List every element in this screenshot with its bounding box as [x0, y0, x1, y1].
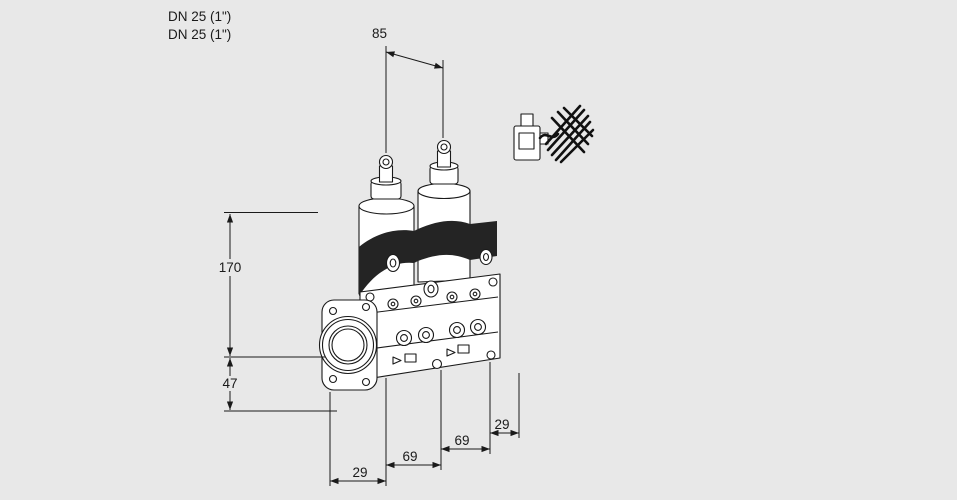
valve-assembly — [318, 104, 595, 391]
dim-label-85: 85 — [372, 26, 387, 41]
rear-actuator-cylinder — [417, 139, 471, 283]
dn-label-top: DN 25 (1") — [168, 9, 231, 24]
sight-ring-right — [479, 248, 493, 266]
dimension-170 — [224, 212, 325, 358]
cable-scribble — [538, 104, 595, 164]
dim-label-170: 170 — [219, 260, 242, 275]
cable-plug — [513, 113, 549, 161]
dim-label-29-left: 29 — [352, 465, 367, 480]
label-band — [359, 220, 497, 296]
valve-body — [359, 273, 501, 381]
dim-label-47: 47 — [222, 376, 237, 391]
junction-ring — [423, 280, 439, 298]
flow-arrow-right-icon — [446, 348, 456, 357]
dimension-annotations — [224, 46, 520, 486]
drawing-labels: DN 25 (1") DN 25 (1") 85 170 47 29 69 69… — [168, 9, 510, 480]
inlet-flange — [318, 299, 378, 391]
dn-label-bottom: DN 25 (1") — [168, 27, 231, 42]
flow-arrow-left-icon — [392, 356, 402, 365]
dimension-85 — [385, 46, 444, 153]
front-actuator-stud-icon — [378, 154, 394, 170]
dimension-bottom-chain — [329, 362, 520, 486]
dim-label-69-right: 69 — [454, 433, 469, 448]
dim-label-29-right: 29 — [494, 417, 509, 432]
rear-actuator-stud-icon — [436, 139, 452, 155]
dim-label-69-left: 69 — [402, 449, 417, 464]
sight-ring-left — [385, 253, 401, 273]
dimension-text-masks — [214, 259, 246, 391]
